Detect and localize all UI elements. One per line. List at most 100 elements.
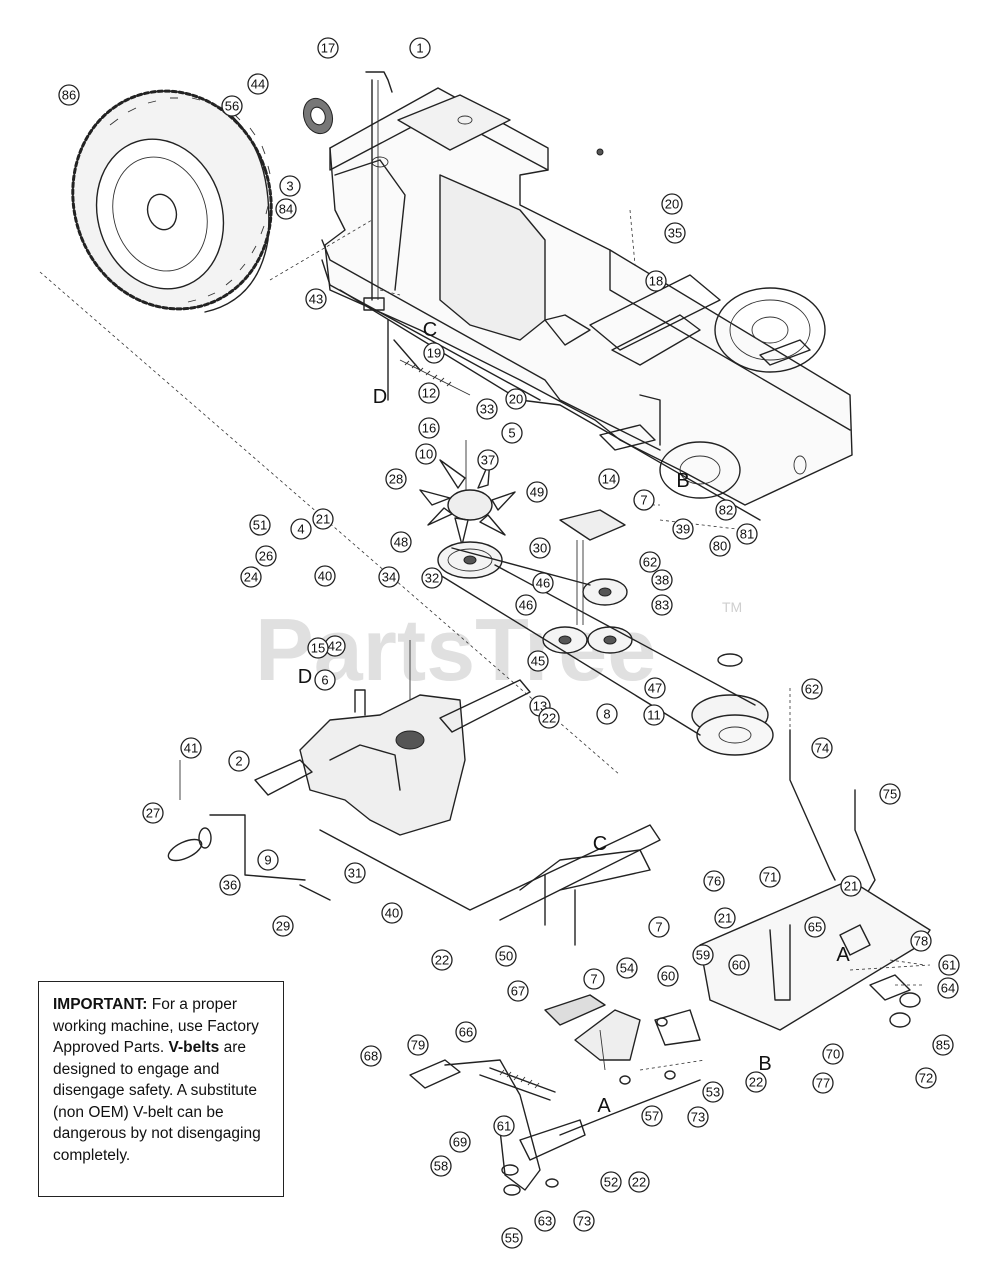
part-callout: 45 [527, 650, 549, 672]
part-callout: 40 [381, 902, 403, 924]
callout-circle [381, 902, 403, 924]
part-callout: 47 [644, 677, 666, 699]
callout-circle [573, 1210, 595, 1232]
part-callout: 37 [477, 449, 499, 471]
callout-number: 60 [732, 958, 746, 973]
callout-number: 80 [713, 539, 727, 554]
vbelts-text: are designed to engage and disengage saf… [53, 1039, 261, 1164]
part-callout: 64 [937, 977, 959, 999]
callout-number: 21 [316, 512, 330, 527]
part-callout: 62 [639, 551, 661, 573]
callout-number: 43 [309, 292, 323, 307]
callout-circle [596, 703, 618, 725]
callout-circle [709, 535, 731, 557]
callout-number: 58 [434, 1159, 448, 1174]
callout-number: 79 [411, 1038, 425, 1053]
pedal-assembly-illustration [409, 994, 701, 1196]
callout-circle [257, 849, 279, 871]
part-callout: 53 [702, 1081, 724, 1103]
callout-number: 10 [419, 447, 433, 462]
reference-letter: C [593, 833, 607, 855]
callout-number: 63 [538, 1214, 552, 1229]
callout-number: 7 [655, 920, 662, 935]
callout-circle [415, 443, 437, 465]
callout-circle [812, 1072, 834, 1094]
part-callout: 75 [879, 783, 901, 805]
callout-circle [449, 1131, 471, 1153]
part-callout: 48 [390, 531, 412, 553]
part-callout: 12 [418, 382, 440, 404]
callout-circle [648, 916, 670, 938]
callout-number: 37 [481, 453, 495, 468]
part-callout: 74 [811, 737, 833, 759]
watermark-tm: TM [722, 599, 742, 615]
callout-circle [527, 650, 549, 672]
callout-circle [249, 514, 271, 536]
part-callout: 15 [307, 637, 329, 659]
callout-circle [616, 957, 638, 979]
callout-number: 28 [389, 472, 403, 487]
callout-number: 11 [647, 708, 661, 723]
vbelts-label: V-belts [168, 1039, 220, 1056]
callout-number: 59 [696, 948, 710, 963]
callout-circle [915, 1067, 937, 1089]
callout-number: 52 [604, 1175, 618, 1190]
callout-circle [385, 468, 407, 490]
part-callout: 46 [515, 594, 537, 616]
part-callout: 70 [822, 1043, 844, 1065]
callout-circle [279, 175, 301, 197]
callout-circle [651, 569, 673, 591]
callout-number: 21 [718, 911, 732, 926]
part-callout: 66 [455, 1021, 477, 1043]
part-callout: 56 [221, 95, 243, 117]
callout-circle [879, 783, 901, 805]
callout-number: 67 [511, 984, 525, 999]
callout-number: 86 [62, 88, 76, 103]
part-callout: 20 [661, 193, 683, 215]
callout-circle [937, 977, 959, 999]
callout-circle [390, 531, 412, 553]
part-callout: 82 [715, 499, 737, 521]
callout-circle [644, 677, 666, 699]
callout-circle [728, 954, 750, 976]
part-callout: 79 [407, 1034, 429, 1056]
callout-circle [455, 1021, 477, 1043]
part-callout: 60 [728, 954, 750, 976]
callout-number: 1 [416, 41, 423, 56]
part-callout: 21 [312, 508, 334, 530]
part-callout: 51 [249, 514, 271, 536]
callout-number: 22 [542, 711, 556, 726]
callout-circle [687, 1106, 709, 1128]
callout-number: 44 [251, 77, 265, 92]
reference-letter: B [758, 1053, 771, 1075]
callout-number: 8 [603, 707, 610, 722]
callout-circle [255, 545, 277, 567]
callout-circle [221, 95, 243, 117]
part-callout: 3 [279, 175, 301, 197]
callout-number: 53 [706, 1085, 720, 1100]
callout-number: 47 [648, 681, 662, 696]
callout-circle [314, 669, 336, 691]
part-callout: 22 [538, 707, 560, 729]
part-callout: 55 [501, 1227, 523, 1249]
flange-bushing-illustration [302, 97, 334, 135]
callout-number: 18 [649, 274, 663, 289]
part-callout: 57 [641, 1105, 663, 1127]
part-callout: 61 [493, 1115, 515, 1137]
callout-number: 62 [805, 682, 819, 697]
part-callout: 7 [633, 489, 655, 511]
callout-number: 19 [427, 346, 441, 361]
part-callout: 71 [759, 866, 781, 888]
callout-circle [476, 398, 498, 420]
callout-circle [272, 915, 294, 937]
callout-circle [736, 523, 758, 545]
callout-number: 2 [235, 754, 242, 769]
callout-number: 32 [425, 571, 439, 586]
callout-circle [344, 862, 366, 884]
callout-number: 74 [815, 741, 829, 756]
callout-number: 36 [223, 878, 237, 893]
callout-circle [290, 518, 312, 540]
part-callout: 6 [314, 669, 336, 691]
part-callout: 7 [583, 968, 605, 990]
part-callout: 72 [915, 1067, 937, 1089]
